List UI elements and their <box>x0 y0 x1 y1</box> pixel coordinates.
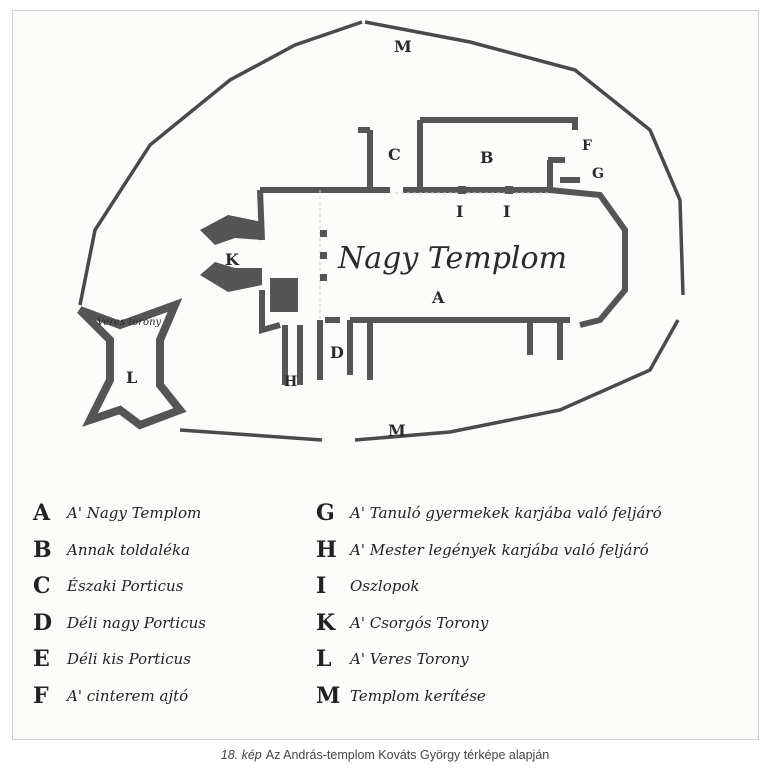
legend-item: K A' Csorgós Torony <box>316 605 662 642</box>
label-f: F <box>582 138 592 154</box>
column-lines <box>319 190 550 320</box>
legend-text: A' Mester legények karjába való feljáró <box>350 540 649 559</box>
label-a: A <box>431 288 445 307</box>
label-g: G <box>592 166 604 182</box>
legend-key: L <box>316 646 332 673</box>
legend-key: G <box>316 500 335 527</box>
label-m-bottom: M <box>388 421 406 440</box>
legend-item: F A' cinterem ajtó <box>33 678 206 715</box>
legend-text: Templom kerítése <box>350 686 486 705</box>
church-floor-plan: M M C B F G I I K Nagy Templom A D H L V… <box>77 20 685 442</box>
legend-text: A' Veres Torony <box>350 650 469 669</box>
legend-text: Déli nagy Porticus <box>67 613 206 632</box>
label-l: L <box>126 368 137 387</box>
legend-item: A A' Nagy Templom <box>33 495 206 532</box>
legend-key: E <box>33 646 50 673</box>
legend-text: A' cinterem ajtó <box>67 686 189 705</box>
legend-item: L A' Veres Torony <box>316 641 662 678</box>
legend-item: E Déli kis Porticus <box>33 641 206 678</box>
enclosure-wall <box>78 20 685 442</box>
legend-text: Északi Porticus <box>67 577 184 596</box>
legend-key: B <box>33 536 52 563</box>
legend-text: A' Tanuló gyermekek karjába való feljáró <box>350 504 662 523</box>
pillar-block <box>270 278 298 312</box>
label-h: H <box>284 374 297 390</box>
label-k: K <box>225 250 240 269</box>
label-c: C <box>388 145 401 164</box>
label-m-top: M <box>394 37 412 56</box>
church-name-label: Nagy Templom <box>337 241 567 276</box>
legend-key: C <box>33 573 51 600</box>
legend-key: K <box>316 609 336 636</box>
legend-text: A' Csorgós Torony <box>350 613 489 632</box>
legend-item: H A' Mester legények karjába való feljáró <box>316 532 662 569</box>
l-tower <box>77 298 187 430</box>
caption-text: Az András-templom Kováts György térképe … <box>265 748 550 762</box>
church-walls <box>257 117 628 385</box>
legend-item: G A' Tanuló gyermekek karjába való feljár… <box>316 495 662 532</box>
legend-text: Déli kis Porticus <box>67 650 191 669</box>
legend-item: M Templom kerítése <box>316 678 662 715</box>
legend-right: G A' Tanuló gyermekek karjába való feljár… <box>316 495 662 714</box>
legend-text: A' Nagy Templom <box>67 504 202 523</box>
legend-text: Annak toldaléka <box>67 540 191 559</box>
legend-key: A <box>33 500 51 527</box>
tower-name-label: Veres torony <box>97 317 162 328</box>
label-i-1: I <box>456 202 463 221</box>
legend-key: D <box>33 609 53 636</box>
legend-key: H <box>316 536 337 563</box>
legend-key: F <box>33 682 49 709</box>
legend-left: A A' Nagy Templom B Annak toldaléka C Észak… <box>33 495 206 714</box>
legend-item: D Déli nagy Porticus <box>33 605 206 642</box>
legend-item: B Annak toldaléka <box>33 532 206 569</box>
legend-item: I Oszlopok <box>316 568 662 605</box>
legend-key: I <box>316 573 327 600</box>
caption-number: 18. kép <box>220 748 262 762</box>
k-tower <box>200 215 262 292</box>
legend-key: M <box>316 682 341 709</box>
label-i-2: I <box>503 202 510 221</box>
label-b: B <box>480 148 494 167</box>
label-d: D <box>330 343 344 362</box>
columns <box>320 186 513 281</box>
legend-item: C Északi Porticus <box>33 568 206 605</box>
legend-text: Oszlopok <box>350 577 420 596</box>
